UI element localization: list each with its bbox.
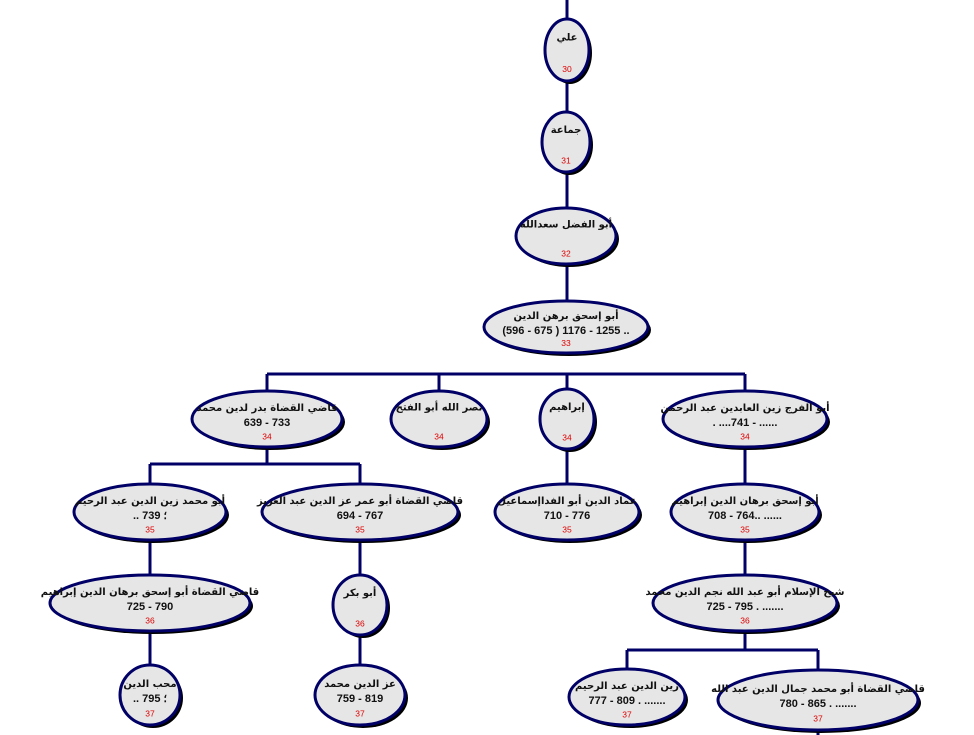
person-dates: .. ؛ 739	[133, 510, 168, 522]
person-dates: 710 - 776	[544, 510, 590, 522]
person-node-n32[interactable]: أبو الفضل سعدالله 32	[514, 206, 619, 267]
person-dates: 708 - 764.. ......	[708, 510, 782, 522]
person-node-n36d[interactable]: شيخ الإسلام أبو عبد الله نجم الدين محمد 7…	[646, 573, 845, 634]
person-node-n34b[interactable]: نصر الله أبو الفتح 34	[389, 389, 490, 450]
person-node-n37b[interactable]: عز الدين محمد 759 - 819 37	[313, 663, 408, 728]
person-name: أبو الفضل سعدالله	[520, 218, 612, 231]
generation-number: 37	[813, 714, 823, 724]
person-name: أبو الفرج زين العابدين عبد الرحمن	[660, 401, 829, 414]
person-name: شيخ الإسلام أبو عبد الله نجم الدين محمد	[646, 585, 845, 598]
node-ellipse	[514, 206, 618, 266]
person-name: قاضي القضاة بدر لدين محمد	[196, 403, 337, 414]
person-node-n31[interactable]: جماعة 31	[540, 110, 593, 175]
generation-number: 37	[622, 709, 632, 719]
person-name: أبو إسحق برهان الدين إبراهيم	[671, 494, 818, 507]
node-ellipse	[567, 667, 687, 727]
generation-number: 35	[562, 524, 572, 534]
person-node-n34d[interactable]: أبو الفرج زين العابدين عبد الرحمن . ....7…	[660, 389, 830, 450]
person-node-n37d[interactable]: قاضي القضاة أبو محمد جمال الدين عبد الله…	[711, 668, 925, 733]
person-dates: 759 - 819	[337, 693, 383, 705]
person-name: جماعة	[551, 125, 582, 136]
node-ellipse	[543, 17, 591, 83]
person-node-n33[interactable]: أبو إسحق برهن الدين (596 - 675 ) 1176 - 1…	[482, 299, 651, 356]
node-ellipse	[313, 663, 407, 727]
generation-number: 36	[145, 615, 155, 625]
person-name: قاضي القضاة أبو إسحق برهان الدين إبراهيم	[41, 585, 259, 598]
person-dates: . ....741 - ......	[713, 417, 778, 429]
person-dates: 639 - 733	[244, 417, 290, 429]
person-name: زين الدين عبد الرحيم	[575, 681, 679, 692]
generation-number: 35	[355, 524, 365, 534]
node-ellipse	[389, 389, 489, 449]
node-ellipse	[540, 110, 592, 174]
person-node-n35c[interactable]: عماد الدين أبو الفداإسماعيل 710 - 776 35	[493, 482, 642, 543]
node-ellipse	[651, 573, 839, 633]
node-ellipse	[493, 482, 641, 542]
generation-number: 34	[562, 433, 572, 443]
person-node-n34a[interactable]: قاضي القضاة بدر لدين محمد 639 - 733 34	[190, 389, 345, 450]
person-node-n35d[interactable]: أبو إسحق برهان الدين إبراهيم 708 - 764.. …	[669, 482, 822, 543]
person-name: قاضي القضاة أبو محمد جمال الدين عبد الله	[711, 682, 925, 695]
person-name: إبراهيم	[549, 402, 585, 413]
person-node-n35b[interactable]: قاضي القضاة أبو عمر عز الدين عبد العزيز 6…	[256, 482, 463, 543]
person-name: قاضي القضاة أبو عمر عز الدين عبد العزيز	[256, 494, 463, 507]
person-dates: 694 - 767	[337, 510, 383, 522]
person-dates: .. ؛ 795	[133, 693, 168, 705]
node-ellipse	[716, 668, 920, 732]
person-node-n37a[interactable]: محب الدين .. ؛ 795 37	[118, 663, 183, 728]
node-ellipse	[260, 482, 460, 542]
person-node-n35a[interactable]: أبو محمد زين الدين عبد الرحيم .. ؛ 739 35	[72, 482, 229, 543]
generation-number: 30	[562, 64, 572, 74]
generation-number: 33	[561, 338, 571, 348]
node-ellipse	[482, 299, 650, 355]
person-dates: 780 - 865 . .......	[779, 698, 856, 710]
generation-number: 36	[740, 615, 750, 625]
generation-number: 35	[145, 524, 155, 534]
node-ellipse	[538, 387, 596, 451]
person-name: عماد الدين أبو الفداإسماعيل	[497, 494, 636, 507]
person-name: أبو محمد زين الدين عبد الرحيم	[75, 494, 225, 507]
generation-number: 37	[355, 709, 365, 719]
person-node-n37c[interactable]: زين الدين عبد الرحيم 777 - 809 . ....... 3…	[567, 667, 688, 728]
node-ellipse	[72, 482, 228, 542]
generation-number: 31	[561, 156, 571, 166]
generation-number: 32	[561, 248, 571, 258]
person-name: عز الدين محمد	[324, 679, 396, 690]
person-node-n36a[interactable]: قاضي القضاة أبو إسحق برهان الدين إبراهيم…	[41, 573, 259, 634]
person-dates: 725 - 790	[127, 601, 173, 613]
person-name: نصر الله أبو الفتح	[396, 401, 483, 414]
person-name: أبو بكر	[343, 586, 377, 599]
person-name: أبو إسحق برهن الدين	[514, 309, 619, 322]
person-node-n30[interactable]: علي 30	[543, 17, 592, 84]
person-name: علي	[556, 33, 577, 44]
person-node-n36b[interactable]: أبو بكر 36	[331, 573, 390, 638]
generation-number: 34	[262, 431, 272, 441]
node-ellipse	[331, 573, 389, 637]
generation-number: 34	[434, 431, 444, 441]
node-ellipse	[48, 573, 252, 633]
person-node-n34c[interactable]: إبراهيم 34	[538, 387, 597, 452]
node-ellipse	[661, 389, 829, 449]
node-ellipse	[669, 482, 821, 542]
generation-number: 37	[145, 709, 155, 719]
person-dates: 777 - 809 . .......	[588, 695, 665, 707]
generation-number: 35	[740, 524, 750, 534]
generation-number: 36	[355, 619, 365, 629]
node-ellipse	[190, 389, 344, 449]
person-name: محب الدين	[123, 679, 176, 690]
node-ellipse	[118, 663, 182, 727]
person-dates: 725 - 795 . .......	[706, 601, 783, 613]
person-dates: (596 - 675 ) 1176 - 1255 ..	[502, 325, 629, 337]
generation-number: 34	[740, 431, 750, 441]
